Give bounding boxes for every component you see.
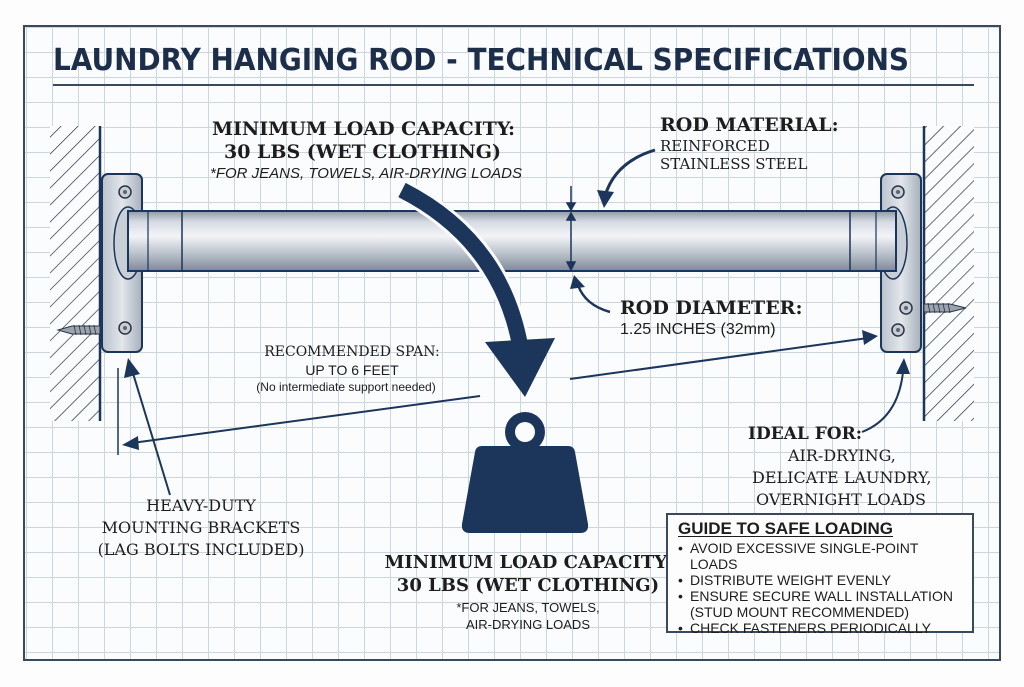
guide-item: • ENSURE SECURE WALL INSTALLATION <box>678 588 962 604</box>
guide-item-text: ENSURE SECURE WALL INSTALLATION <box>690 588 953 604</box>
guide-item: • CHECK FASTENERS PERIODICALLY <box>678 620 962 636</box>
bullet-icon: • <box>678 620 683 636</box>
hatched-wall-icon <box>50 126 102 421</box>
page-title: LAUNDRY HANGING ROD - TECHNICAL SPECIFIC… <box>53 43 910 78</box>
ideal-for-line2: DELICATE LAUNDRY, <box>752 468 932 487</box>
guide-item-text: (STUD MOUNT RECOMMENDED) <box>690 604 910 620</box>
diameter-dimension <box>565 186 577 272</box>
brackets-line3: (LAG BOLTS INCLUDED) <box>97 540 305 559</box>
top-load-heading: MINIMUM LOAD CAPACITY: <box>212 118 516 140</box>
ideal-for-arrow <box>861 358 910 433</box>
span-note: (No intermediate support needed) <box>256 380 436 394</box>
top-load-note: *FOR JEANS, TOWELS, AIR-DRYING LOADS <box>210 165 522 182</box>
bullet-icon: • <box>678 588 683 604</box>
bracket-arrow <box>124 358 171 496</box>
rod-material-arrow <box>597 148 656 208</box>
guide-item-text: CHECK FASTENERS PERIODICALLY <box>690 620 931 636</box>
bottom-load-note1: *FOR JEANS, TOWELS, <box>456 600 600 615</box>
guide-item: • AVOID EXCESSIVE SINGLE-POINT LOADS <box>678 540 962 572</box>
rod-diameter-heading: ROD DIAMETER: <box>620 297 803 319</box>
bottom-load-value: 30 LBS (WET CLOTHING) <box>396 575 660 596</box>
rod-material-line1: REINFORCED <box>660 137 770 155</box>
guide-title: GUIDE TO SAFE LOADING <box>678 519 894 538</box>
load-arrow <box>396 180 555 397</box>
guide-item-text: DISTRIBUTE WEIGHT EVENLY <box>690 572 891 588</box>
ideal-for-line1: AIR-DRYING, <box>788 446 896 465</box>
rod-material-heading: ROD MATERIAL: <box>660 114 839 136</box>
guide-item: • DISTRIBUTE WEIGHT EVENLY <box>678 572 962 588</box>
brackets-line1: HEAVY-DUTY <box>146 496 256 515</box>
guide-item-text: AVOID EXCESSIVE SINGLE-POINT LOADS <box>690 540 919 572</box>
bullet-icon: • <box>678 572 683 588</box>
span-arrow-right <box>569 330 878 380</box>
span-heading: RECOMMENDED SPAN: <box>264 344 440 360</box>
brackets-line2: MOUNTING BRACKETS <box>101 518 301 537</box>
rod-diameter-value: 1.25 INCHES (32mm) <box>620 321 776 338</box>
hatched-wall-icon <box>922 126 974 421</box>
guide-item-continuation: (STUD MOUNT RECOMMENDED) <box>678 604 962 620</box>
ideal-for-heading: IDEAL FOR: <box>748 424 862 444</box>
top-load-value: 30 LBS (WET CLOTHING) <box>224 141 501 163</box>
lag-bolt-icon <box>56 324 101 336</box>
safe-loading-guide: GUIDE TO SAFE LOADING • AVOID EXCESSIVE S… <box>666 513 974 636</box>
span-value: UP TO 6 FEET <box>305 362 399 378</box>
bottom-load-note2: AIR-DRYING LOADS <box>465 617 590 632</box>
bullet-icon: • <box>678 540 683 556</box>
lag-bolt-icon <box>923 302 967 314</box>
rod-material-line2: STAINLESS STEEL <box>660 155 808 173</box>
span-arrow-left <box>117 368 481 455</box>
bottom-load-heading: MINIMUM LOAD CAPACITY: <box>384 552 672 573</box>
rod <box>127 210 897 272</box>
kettlebell-weight-icon <box>461 412 589 533</box>
rod-diameter-arrow <box>570 275 611 314</box>
guide-list: • AVOID EXCESSIVE SINGLE-POINT LOADS • DIS… <box>678 540 962 636</box>
title-underline <box>53 84 974 86</box>
ideal-for-line3: OVERNIGHT LOADS <box>756 490 927 509</box>
